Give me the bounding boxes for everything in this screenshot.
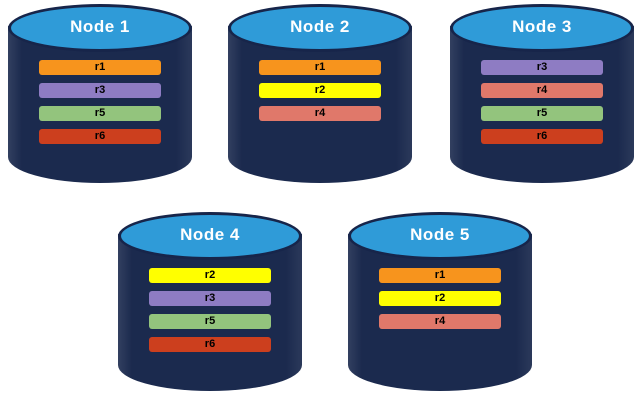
node-title: Node 4 bbox=[180, 225, 240, 244]
node-body bbox=[348, 234, 532, 391]
node-top-ellipse bbox=[228, 4, 412, 52]
replica-list: r3 r4 r5 r6 bbox=[481, 60, 603, 144]
replica-bar-r5[interactable]: r5 bbox=[39, 106, 161, 121]
node-cylinder-1[interactable]: Node 1 r1 r3 r5 r6 bbox=[8, 4, 192, 183]
node-cylinder-2[interactable]: Node 2 r1 r2 r4 bbox=[228, 4, 412, 183]
replica-bar-r6[interactable]: r6 bbox=[149, 337, 271, 352]
node-title: Node 1 bbox=[70, 17, 130, 36]
node-cylinder-4[interactable]: Node 4 r2 r3 r5 r6 bbox=[118, 212, 302, 391]
replica-bar-r2[interactable]: r2 bbox=[379, 291, 501, 306]
node-title: Node 3 bbox=[512, 17, 572, 36]
node-cylinder-5[interactable]: Node 5 r1 r2 r4 bbox=[348, 212, 532, 391]
replica-bar-r6[interactable]: r6 bbox=[39, 129, 161, 144]
node-top-ellipse bbox=[348, 212, 532, 260]
node-top-ellipse bbox=[118, 212, 302, 260]
node-body bbox=[118, 234, 302, 391]
node-body bbox=[450, 26, 634, 183]
replica-bar-r4[interactable]: r4 bbox=[481, 83, 603, 98]
replica-bar-r3[interactable]: r3 bbox=[149, 291, 271, 306]
node-top-ellipse bbox=[8, 4, 192, 52]
node-title: Node 5 bbox=[410, 225, 470, 244]
node-top-ellipse bbox=[450, 4, 634, 52]
replica-bar-r4[interactable]: r4 bbox=[259, 106, 381, 121]
replica-list: r2 r3 r5 r6 bbox=[149, 268, 271, 352]
replica-list: r1 r3 r5 r6 bbox=[39, 60, 161, 144]
replica-bar-r3[interactable]: r3 bbox=[39, 83, 161, 98]
node-title: Node 2 bbox=[290, 17, 350, 36]
replica-bar-r1[interactable]: r1 bbox=[39, 60, 161, 75]
replica-bar-r1[interactable]: r1 bbox=[379, 268, 501, 283]
node-body bbox=[228, 26, 412, 183]
replica-bar-r5[interactable]: r5 bbox=[149, 314, 271, 329]
replica-list: r1 r2 r4 bbox=[379, 268, 501, 329]
replica-bar-r4[interactable]: r4 bbox=[379, 314, 501, 329]
replica-bar-r3[interactable]: r3 bbox=[481, 60, 603, 75]
node-body bbox=[8, 26, 192, 183]
replica-list: r1 r2 r4 bbox=[259, 60, 381, 121]
node-cylinder-3[interactable]: Node 3 r3 r4 r5 r6 bbox=[450, 4, 634, 183]
replica-bar-r5[interactable]: r5 bbox=[481, 106, 603, 121]
replica-bar-r1[interactable]: r1 bbox=[259, 60, 381, 75]
replica-bar-r2[interactable]: r2 bbox=[149, 268, 271, 283]
replica-bar-r6[interactable]: r6 bbox=[481, 129, 603, 144]
replica-bar-r2[interactable]: r2 bbox=[259, 83, 381, 98]
